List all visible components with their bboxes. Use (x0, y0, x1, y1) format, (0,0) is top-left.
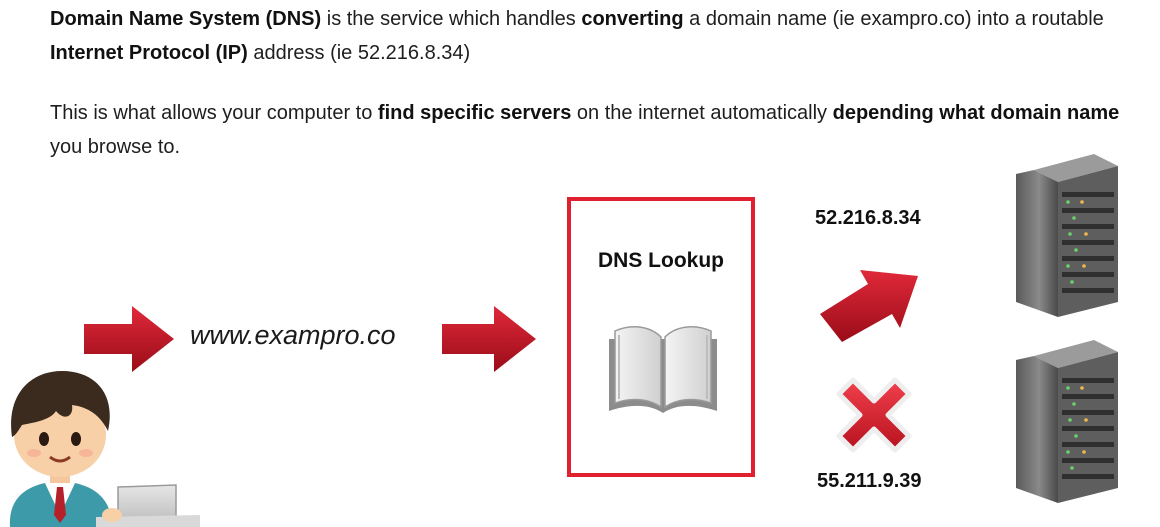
dns-lookup-title: DNS Lookup (598, 249, 724, 272)
p2-run-4: you browse to. (50, 136, 181, 158)
book-icon (609, 325, 717, 413)
p1-run-2: converting (581, 8, 684, 30)
correct-ip-label: 52.216.8.34 (815, 207, 921, 229)
p1-run-5: address (ie 52.216.8.34) (247, 42, 471, 64)
p2-run-1: find specific servers (377, 102, 572, 124)
intro-paragraph-1: Domain Name System (DNS) is the service … (50, 2, 1150, 70)
arrow-right-icon (442, 306, 536, 372)
p1-run-0: Domain Name System (DNS) (50, 8, 322, 30)
wrong-ip-label: 55.211.9.39 (817, 470, 922, 492)
p1-run-3: a domain name (ie exampro.co) into a rou… (683, 8, 1104, 30)
server-rack-icon (1016, 340, 1118, 503)
p2-run-2: on the internet automatically (571, 102, 833, 124)
arrow-diagonal-icon (820, 270, 918, 342)
dns-lookup-box: DNS Lookup (567, 197, 755, 477)
server-rack-icon (1016, 154, 1118, 317)
intro-paragraph-2: This is what allows your computer to fin… (50, 96, 1140, 164)
p1-run-4: Internet Protocol (IP) (50, 42, 248, 64)
domain-name-label: www.exampro.co (190, 320, 396, 350)
p2-run-3: depending what domain name (832, 102, 1120, 124)
user-at-computer-icon (9, 371, 200, 527)
p1-run-1: is the service which handles (321, 8, 582, 30)
x-mark-icon (836, 377, 912, 453)
p2-run-0: This is what allows your computer to (50, 102, 378, 124)
arrow-right-icon (84, 306, 174, 372)
